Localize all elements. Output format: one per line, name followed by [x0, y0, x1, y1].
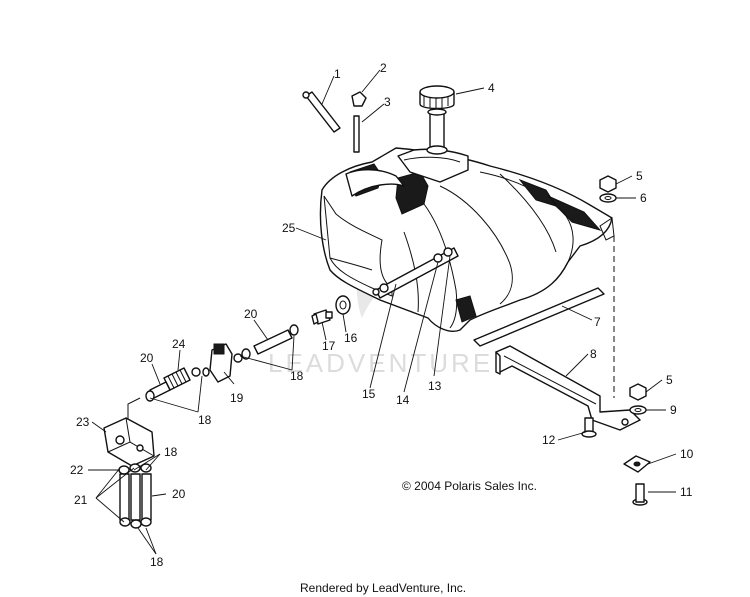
callout-15: 15: [362, 387, 376, 401]
nut-5-lower[interactable]: [629, 383, 647, 401]
bracket-8[interactable]: [495, 345, 641, 431]
callout-5-lower: 5: [666, 373, 673, 387]
fuel-cap[interactable]: [419, 85, 455, 155]
washer-9[interactable]: [629, 405, 647, 415]
callout-20-a: 20: [244, 307, 258, 321]
washer-6[interactable]: [599, 193, 617, 203]
callout-9: 9: [670, 403, 677, 417]
nut-5-upper[interactable]: [599, 175, 617, 193]
hose-20-upper[interactable]: [253, 329, 293, 355]
callout-7: 7: [594, 315, 601, 329]
callout-18-a: 18: [290, 369, 304, 383]
callout-22: 22: [70, 463, 84, 477]
callout-10: 10: [680, 447, 694, 461]
callout-labels: 1 2 3 4 5 6 7 8 5 9 10 11 12 13 14 15 16…: [70, 61, 694, 569]
clamps-18-lower[interactable]: [118, 463, 152, 529]
pad-10[interactable]: [623, 455, 651, 473]
callout-19: 19: [230, 391, 244, 405]
callout-23: 23: [76, 415, 90, 429]
callout-13: 13: [428, 379, 442, 393]
bolt-11[interactable]: [632, 483, 648, 506]
callout-16: 16: [344, 331, 358, 345]
filter-24[interactable]: [163, 367, 210, 391]
valve-19[interactable]: [209, 343, 243, 383]
fitting-17[interactable]: [311, 309, 333, 325]
hoses-20-lower[interactable]: [119, 473, 152, 521]
callout-18-d: 18: [150, 555, 164, 569]
hose-20-middle[interactable]: [145, 381, 171, 402]
callout-25: 25: [282, 221, 296, 235]
callout-20-b: 20: [140, 351, 154, 365]
vent-line-1[interactable]: [302, 91, 341, 133]
grommet-16[interactable]: [335, 295, 351, 315]
callout-18-b: 18: [198, 413, 212, 427]
callout-1: 1: [334, 67, 341, 81]
callout-14: 14: [396, 393, 410, 407]
callout-8: 8: [590, 347, 597, 361]
callout-6: 6: [640, 191, 647, 205]
tube-3[interactable]: [353, 115, 360, 153]
callout-2: 2: [380, 61, 387, 75]
callout-12: 12: [542, 433, 556, 447]
rendered-by-footer: Rendered by LeadVenture, Inc.: [300, 581, 466, 595]
callout-24: 24: [172, 337, 186, 351]
callout-21: 21: [74, 493, 88, 507]
callout-20-c: 20: [172, 487, 186, 501]
pad-7[interactable]: [473, 287, 605, 347]
callout-5-upper: 5: [636, 169, 643, 183]
leader-lines: [88, 69, 677, 555]
pump-23[interactable]: [103, 397, 155, 467]
callout-18-c: 18: [164, 445, 178, 459]
clamp-18-upper[interactable]: [241, 324, 299, 360]
callout-11: 11: [680, 485, 693, 499]
callout-3: 3: [384, 95, 391, 109]
callout-4: 4: [488, 81, 495, 95]
copyright-notice: © 2004 Polaris Sales Inc.: [402, 479, 537, 493]
callout-17: 17: [322, 339, 336, 353]
grommet-13[interactable]: [372, 247, 453, 296]
fitting-2[interactable]: [351, 91, 367, 107]
